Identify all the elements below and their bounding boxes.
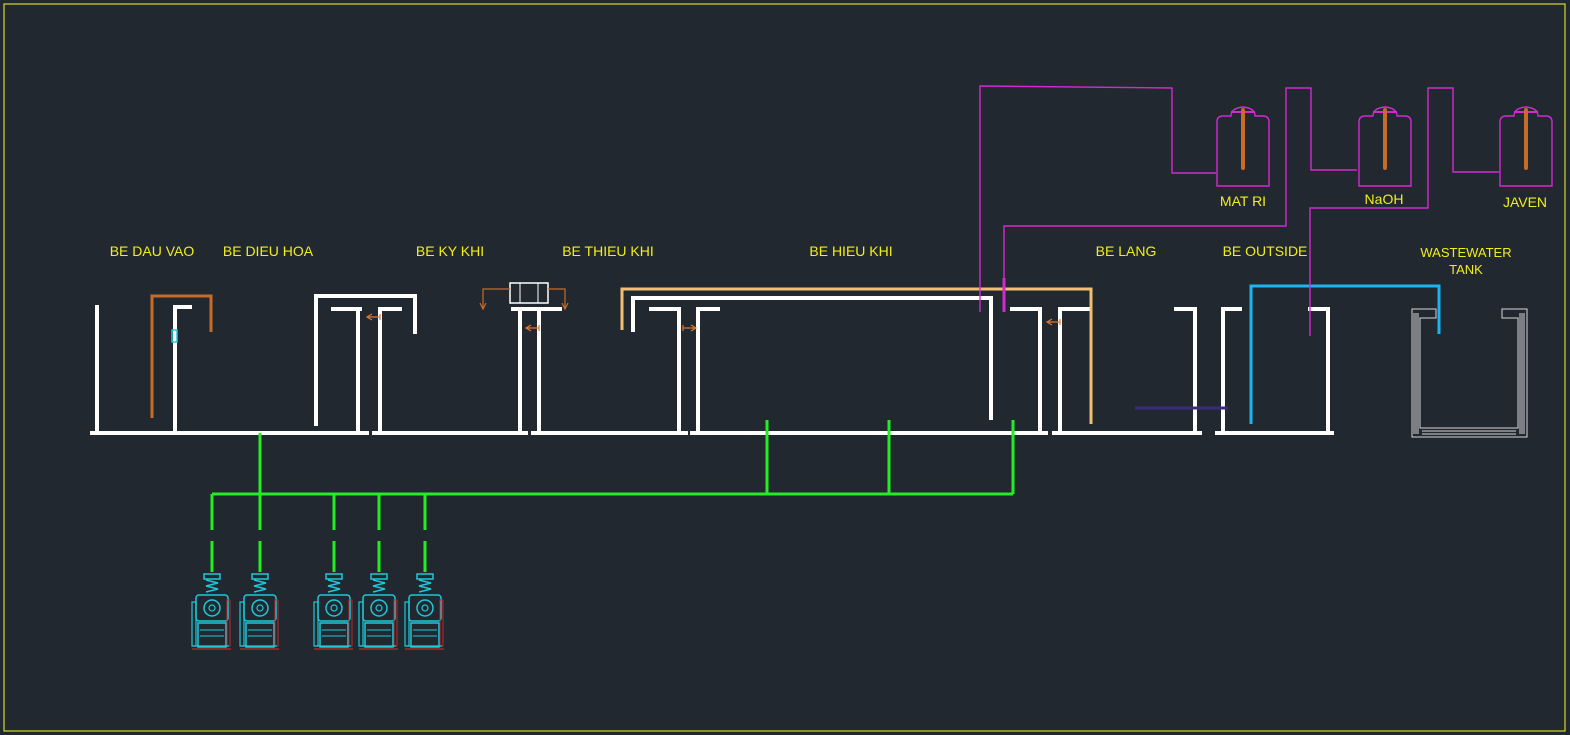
flow-arrow-icon: [365, 313, 1061, 332]
recirculation-pipe: [620, 287, 1093, 424]
tank-walls: [90, 294, 1334, 435]
label-javen: JAVEN: [1503, 194, 1547, 210]
air-blower-icon: [191, 573, 231, 650]
mixer-icon: [479, 282, 569, 311]
wastewater-tank: [1411, 308, 1528, 438]
inlet-valve: [171, 329, 178, 343]
label-be-outside: BE OUTSIDE: [1223, 243, 1308, 259]
label-be-hieu-khi: BE HIEU KHI: [809, 243, 892, 259]
inlet-pipe: [150, 294, 213, 418]
label-be-dau-vao: BE DAU VAO: [110, 243, 195, 259]
label-be-lang: BE LANG: [1096, 243, 1157, 259]
air-blower-icon: [239, 573, 279, 650]
chemical-tank-icon: [1358, 106, 1412, 187]
label-naoh: NaOH: [1365, 191, 1404, 207]
air-blower-icon: [404, 573, 444, 650]
chemical-tank-icon: [1499, 106, 1553, 187]
label-tank: TANK: [1449, 262, 1483, 277]
chemical-lines: [979, 85, 1499, 336]
label-wastewater: WASTEWATER: [1420, 245, 1511, 260]
air-blower-icon: [313, 573, 353, 650]
label-be-ky-khi: BE KY KHI: [416, 243, 484, 259]
outlet-pipe: [1249, 284, 1441, 424]
air-blower-icon: [358, 573, 398, 650]
chemical-tank-icon: [1216, 106, 1270, 187]
label-be-dieu-hoa: BE DIEU HOA: [223, 243, 314, 259]
label-mat-ri: MAT RI: [1220, 193, 1266, 209]
air-piping: [210, 420, 1015, 572]
label-be-thieu-khi: BE THIEU KHI: [562, 243, 654, 259]
drawing-frame: [3, 3, 1566, 732]
